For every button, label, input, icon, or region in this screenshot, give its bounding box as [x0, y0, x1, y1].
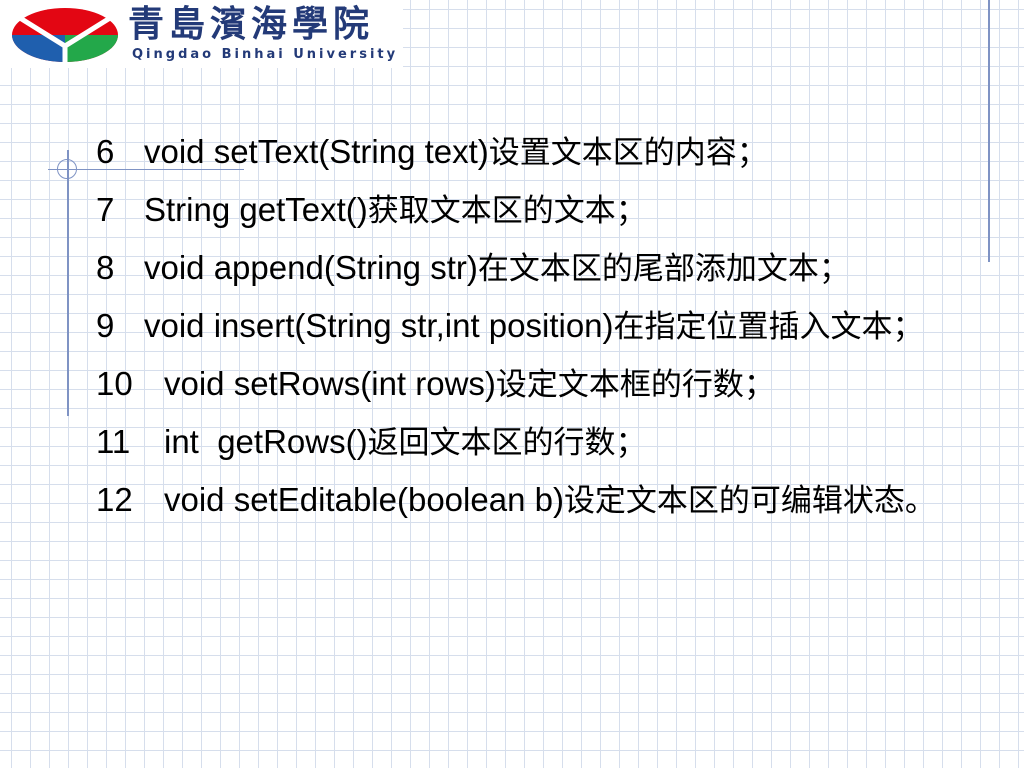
decorative-circle — [57, 159, 77, 179]
item-text: void append(String str)在文本区的尾部添加文本； — [144, 244, 934, 293]
list-item: 12 void setEditable(boolean b)设定文本区的可编辑状… — [96, 476, 976, 525]
method-signature: void setRows(int rows) — [164, 365, 496, 402]
method-description: 设定文本框的行数； — [495, 367, 775, 403]
item-text: void setText(String text)设置文本区的内容； — [144, 128, 934, 177]
university-emblem-icon — [12, 8, 118, 64]
list-item: 6 void setText(String text)设置文本区的内容； — [96, 128, 976, 177]
method-description: 返回文本区的行数； — [367, 425, 647, 461]
item-text: void insert(String str,int position)在指定位… — [144, 302, 934, 351]
method-signature: void append(String str) — [144, 249, 478, 286]
item-text: void setRows(int rows)设定文本框的行数； — [164, 360, 954, 409]
method-description: 在文本区的尾部添加文本； — [477, 251, 850, 287]
list-item: 9 void insert(String str,int position)在指… — [96, 302, 976, 351]
method-signature: void setText(String text) — [144, 133, 489, 170]
university-logo: 青島濱海學院 Qingdao Binhai University — [0, 0, 403, 68]
method-description: 设置文本区的内容； — [488, 135, 768, 171]
item-text: String getText()获取文本区的文本； — [144, 186, 934, 235]
item-text: void setEditable(boolean b)设定文本区的可编辑状态。 — [164, 476, 954, 525]
item-number: 12 — [96, 481, 133, 518]
item-number: 11 — [96, 423, 131, 460]
item-number: 9 — [96, 307, 115, 344]
list-item: 11 int getRows()返回文本区的行数； — [96, 418, 976, 467]
decorative-right-line — [988, 0, 990, 262]
item-number: 10 — [96, 365, 133, 402]
method-signature: String getText() — [144, 191, 368, 228]
method-signature: void setEditable(boolean b) — [164, 481, 564, 518]
list-item: 8 void append(String str)在文本区的尾部添加文本； — [96, 244, 976, 293]
logo-chinese-name: 青島濱海學院 — [128, 3, 375, 45]
item-number: 7 — [96, 191, 115, 228]
method-signature: int getRows() — [164, 423, 368, 460]
item-number: 8 — [96, 249, 115, 286]
decorative-vertical-line — [67, 150, 69, 416]
decorative-horizontal-line — [48, 169, 244, 170]
method-description: 设定文本区的可编辑状态。 — [563, 483, 936, 519]
method-list: 6 void setText(String text)设置文本区的内容； 7 S… — [96, 128, 976, 534]
list-item: 10 void setRows(int rows)设定文本框的行数； — [96, 360, 976, 409]
method-signature: void insert(String str,int position) — [144, 307, 614, 344]
item-text: int getRows()返回文本区的行数； — [164, 418, 954, 467]
list-item: 7 String getText()获取文本区的文本； — [96, 186, 976, 235]
item-number: 6 — [96, 133, 115, 170]
method-description: 获取文本区的文本； — [367, 193, 647, 229]
method-description: 在指定位置插入文本； — [613, 309, 924, 345]
logo-english-name: Qingdao Binhai University — [132, 47, 399, 62]
